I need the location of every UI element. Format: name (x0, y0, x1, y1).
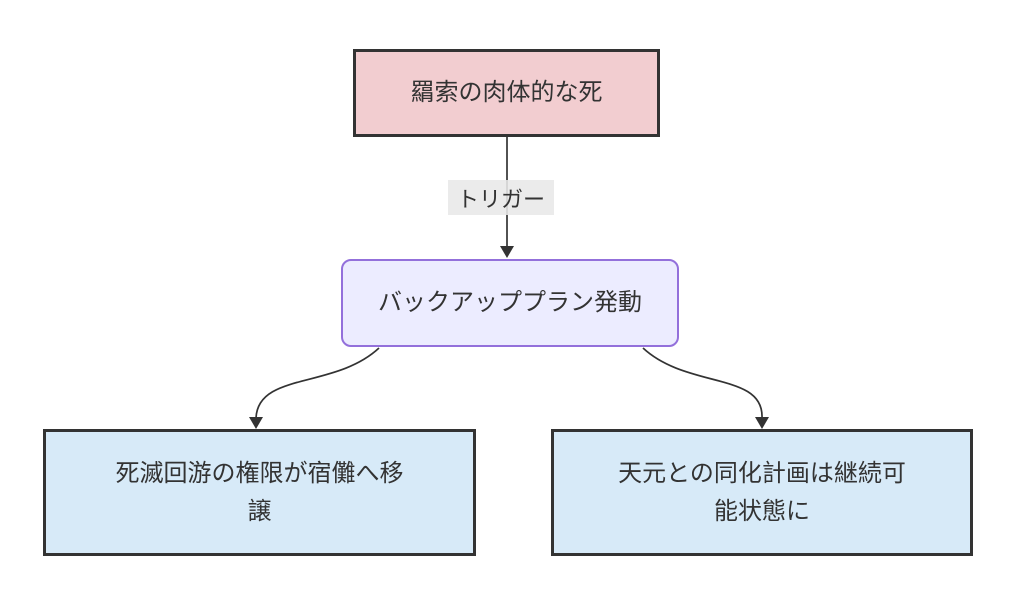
arrowhead-down-icon (755, 417, 769, 429)
node-culling-game-transfer: 死滅回游の権限が宿儺へ移 譲 (43, 429, 476, 556)
node-label-line-1: 死滅回游の権限が宿儺へ移 (115, 459, 404, 487)
arrowhead-down-icon (249, 417, 263, 429)
edge-label-text: トリガー (457, 186, 546, 212)
node-label-line-2: 譲 (247, 497, 272, 525)
node-label: バックアッププラン発動 (378, 289, 642, 316)
node-backup-plan: バックアッププラン発動 (341, 259, 679, 347)
node-tengen-assimilation: 天元との同化計画は継続可 能状態に (551, 429, 973, 556)
node-label-line-2: 能状態に (714, 497, 810, 525)
node-kenjaku-death: 羂索の肉体的な死 (353, 49, 660, 137)
arrowhead-down-icon (500, 246, 514, 258)
edge-label-trigger: トリガー (448, 180, 555, 215)
edge-right-branch-line (642, 347, 763, 419)
node-label: 羂索の肉体的な死 (410, 79, 603, 106)
edge-left-branch-line (255, 347, 380, 419)
node-label-line-1: 天元との同化計画は継続可 (618, 459, 906, 487)
